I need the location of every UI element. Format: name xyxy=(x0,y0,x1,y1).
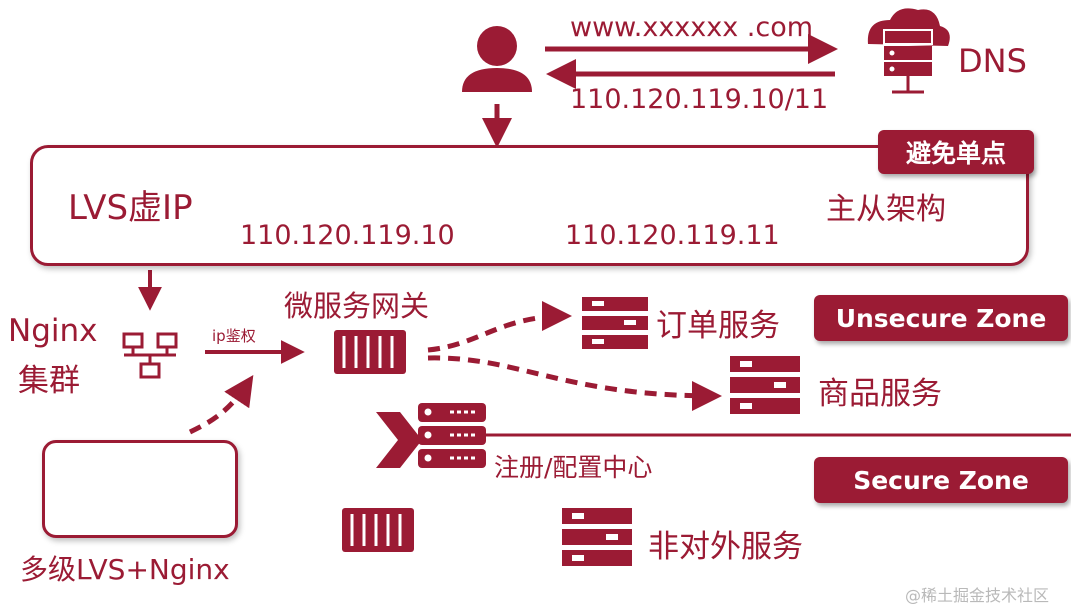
dns-request-label: www.xxxxxx .com xyxy=(570,12,814,43)
nginx-label-line1: Nginx xyxy=(8,313,98,349)
lvs-container xyxy=(30,145,1029,266)
dns-label: DNS xyxy=(958,42,1027,80)
gateway-to-goods-arrow xyxy=(427,355,722,411)
dns-response-label: 110.120.119.10/11 xyxy=(570,84,829,115)
dns-cloud-server-icon xyxy=(867,8,950,94)
goods-service-label: 商品服务 xyxy=(818,376,942,412)
internal-service-label: 非对外服务 xyxy=(648,529,803,565)
lvs-arch-label: 主从架构 xyxy=(826,192,946,227)
multi-lvs-box xyxy=(42,440,238,538)
order-service-icon xyxy=(582,297,648,349)
avoid-spof-tag: 避免单点 xyxy=(878,130,1034,174)
unsecure-zone-tag: Unsecure Zone xyxy=(814,295,1068,341)
goods-service-icon xyxy=(730,356,800,414)
gateway-to-order-arrow xyxy=(427,301,572,353)
lvs-ip-left: 110.120.119.10 xyxy=(240,220,455,251)
ip-auth-label: ip鉴权 xyxy=(212,327,256,345)
registry-label: 注册/配置中心 xyxy=(494,453,653,482)
internal-service-icon xyxy=(562,508,632,566)
secure-zone-tag: Secure Zone xyxy=(814,457,1068,503)
watermark: @稀土掘金技术社区 xyxy=(905,586,1050,605)
secure-server-icon xyxy=(342,508,414,552)
nginx-network-icon xyxy=(122,332,178,379)
multi-lvs-to-gateway-arrow xyxy=(188,375,254,435)
multi-lvs-label: 多级LVS+Nginx xyxy=(20,553,230,586)
registry-chevron-icon xyxy=(376,412,422,468)
gateway-label: 微服务网关 xyxy=(284,289,430,323)
user-icon xyxy=(462,26,532,92)
registry-server-icon xyxy=(418,403,486,468)
nginx-label-line2: 集群 xyxy=(18,363,80,399)
lvs-ip-right: 110.120.119.11 xyxy=(565,220,780,251)
gateway-server-icon xyxy=(334,330,406,374)
order-service-label: 订单服务 xyxy=(656,308,780,344)
lvs-label: LVS虚IP xyxy=(68,188,193,228)
